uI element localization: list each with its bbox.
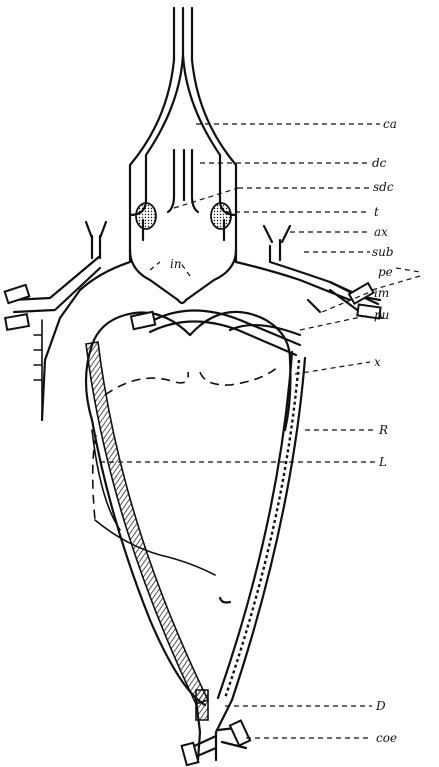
label-pu: pu xyxy=(374,308,389,322)
thyroid-left xyxy=(136,203,156,229)
label-sdc: sdc xyxy=(373,180,394,194)
label-in: in xyxy=(170,257,182,271)
label-x: x xyxy=(374,355,381,369)
label-sub: sub xyxy=(372,245,394,259)
left-systemic-arch xyxy=(86,342,208,704)
label-dc: dc xyxy=(372,156,387,170)
heart xyxy=(86,312,290,705)
right-limb-vessels xyxy=(264,226,382,318)
label-t: t xyxy=(374,205,379,219)
label-R: R xyxy=(378,423,388,437)
left-limb-vessels xyxy=(5,222,106,420)
label-L: L xyxy=(378,455,387,469)
label-D: D xyxy=(375,699,386,713)
label-ax: ax xyxy=(374,225,388,239)
label-ca: ca xyxy=(383,117,397,131)
label-coe: coe xyxy=(376,731,397,745)
label-pe: pe xyxy=(378,265,393,279)
thyroid-right xyxy=(211,203,231,229)
dorsal-aorta xyxy=(182,690,250,765)
label-im: im xyxy=(374,286,389,300)
innominate-region xyxy=(42,250,350,420)
right-systemic-arch xyxy=(218,352,305,700)
